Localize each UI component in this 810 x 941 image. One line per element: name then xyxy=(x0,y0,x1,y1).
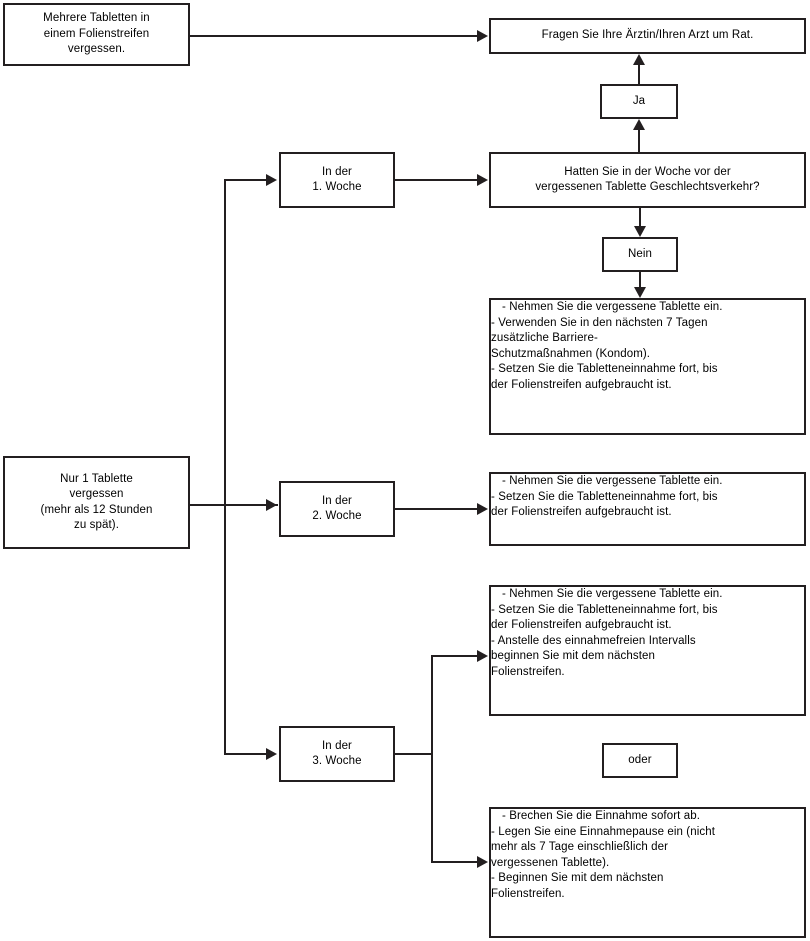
node-ask-doctor: Fragen Sie Ihre Ärztin/Ihren Arzt um Rat… xyxy=(489,18,806,54)
node-week-2-label: In der 2. Woche xyxy=(312,494,362,523)
connector-question-to-yes-arrowhead xyxy=(633,119,645,130)
node-missed-multiple-label: Mehrere Tabletten in einem Folienstreife… xyxy=(43,12,150,56)
node-ask-doctor-label: Fragen Sie Ihre Ärztin/Ihren Arzt um Rat… xyxy=(541,29,754,42)
node-week-2: In der 2. Woche xyxy=(279,481,395,537)
node-missed-one-label: Nur 1 Tablette vergessen (mehr als 12 St… xyxy=(40,472,153,532)
connector-week-branch-trunk xyxy=(224,180,226,754)
connector-question-to-no-arrowhead xyxy=(634,226,646,237)
connector-week-3-stem xyxy=(395,753,433,755)
connector-trunk-to-week-3-arrowhead xyxy=(266,748,277,760)
node-or: oder xyxy=(602,743,678,778)
node-advice-week-1: - Nehmen Sie die vergessene Tablette ein… xyxy=(489,298,806,435)
node-missed-one: Nur 1 Tablette vergessen (mehr als 12 St… xyxy=(3,456,190,549)
node-missed-multiple: Mehrere Tabletten in einem Folienstreife… xyxy=(3,3,190,66)
connector-trunk-to-week-3 xyxy=(224,753,267,755)
node-advice-week-2-text: - Nehmen Sie die vergessene Tablette ein… xyxy=(491,475,723,518)
connector-trunk-to-week-1 xyxy=(224,179,267,181)
connector-trunk-to-week-2 xyxy=(224,504,267,506)
node-no: Nein xyxy=(602,237,678,272)
connector-week-2-to-advice xyxy=(395,508,477,510)
node-yes-label: Ja xyxy=(632,94,646,107)
connector-yes-to-doctor xyxy=(638,63,640,84)
node-or-label: oder xyxy=(628,753,652,766)
node-week-3: In der 3. Woche xyxy=(279,726,395,782)
node-question-intercourse: Hatten Sie in der Woche vor der vergesse… xyxy=(489,152,806,208)
connector-multiple-to-doctor xyxy=(190,35,477,37)
connector-week-2-to-advice-arrowhead xyxy=(477,503,488,515)
connector-no-to-advice-week-1-arrowhead xyxy=(634,287,646,298)
node-advice-week-2: - Nehmen Sie die vergessene Tablette ein… xyxy=(489,472,806,546)
node-advice-week-3-option-b-text: - Brechen Sie die Einnahme sofort ab. - … xyxy=(491,810,716,900)
node-question-intercourse-label: Hatten Sie in der Woche vor der vergesse… xyxy=(535,165,760,194)
connector-question-to-no xyxy=(639,208,641,228)
node-advice-week-1-text: - Nehmen Sie die vergessene Tablette ein… xyxy=(491,301,723,391)
connector-week-3-split-trunk xyxy=(431,655,433,863)
connector-question-to-yes xyxy=(638,128,640,152)
connector-multiple-to-doctor-arrowhead xyxy=(477,30,488,42)
connector-trunk-to-week-2-arrowhead xyxy=(266,499,277,511)
node-advice-week-3-option-a-text: - Nehmen Sie die vergessene Tablette ein… xyxy=(491,588,723,678)
connector-split-to-option-a xyxy=(431,655,477,657)
connector-week-1-to-question xyxy=(395,179,477,181)
connector-yes-to-doctor-arrowhead xyxy=(633,54,645,65)
node-no-label: Nein xyxy=(627,247,653,260)
connector-split-to-option-b-arrowhead xyxy=(477,856,488,868)
node-week-3-label: In der 3. Woche xyxy=(312,739,362,768)
connector-split-to-option-a-arrowhead xyxy=(477,650,488,662)
node-yes: Ja xyxy=(600,84,678,119)
connector-no-to-advice-week-1 xyxy=(639,272,641,288)
node-week-1: In der 1. Woche xyxy=(279,152,395,208)
node-week-1-label: In der 1. Woche xyxy=(312,165,362,194)
connector-week-1-to-question-arrowhead xyxy=(477,174,488,186)
connector-trunk-to-week-1-arrowhead xyxy=(266,174,277,186)
connector-split-to-option-b xyxy=(431,861,477,863)
node-advice-week-3-option-b: - Brechen Sie die Einnahme sofort ab. - … xyxy=(489,807,806,938)
node-advice-week-3-option-a: - Nehmen Sie die vergessene Tablette ein… xyxy=(489,585,806,716)
